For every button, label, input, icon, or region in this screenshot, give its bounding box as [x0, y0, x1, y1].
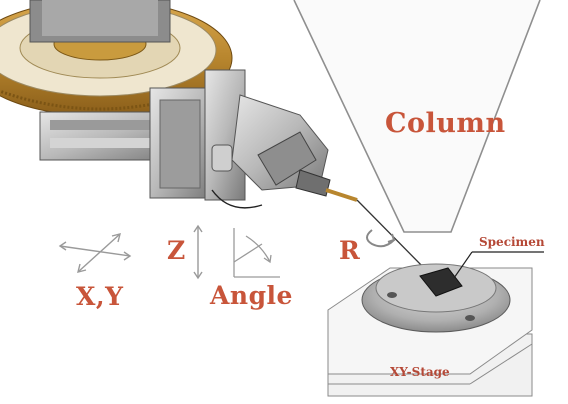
z-axis-label: Z [167, 236, 186, 265]
column-label: Column [385, 108, 506, 139]
xy-axes-icon [58, 233, 132, 273]
angle-axes-icon [233, 228, 280, 278]
rotary-ring [0, 0, 233, 117]
angle-label: Angle [210, 281, 293, 310]
specimen-label: Specimen [479, 235, 545, 249]
specimen-pointer [453, 251, 544, 279]
rotation-label: R [339, 236, 361, 265]
column-shape [293, 0, 541, 233]
xy-label: X,Y [76, 282, 124, 311]
xy-stage [327, 263, 533, 397]
manipulator-body [39, 69, 429, 273]
specimen-block [419, 267, 463, 297]
xy-stage-label: XY-Stage [390, 365, 450, 379]
rotation-arrow-icon [366, 229, 396, 248]
z-axis-icon [193, 224, 203, 280]
